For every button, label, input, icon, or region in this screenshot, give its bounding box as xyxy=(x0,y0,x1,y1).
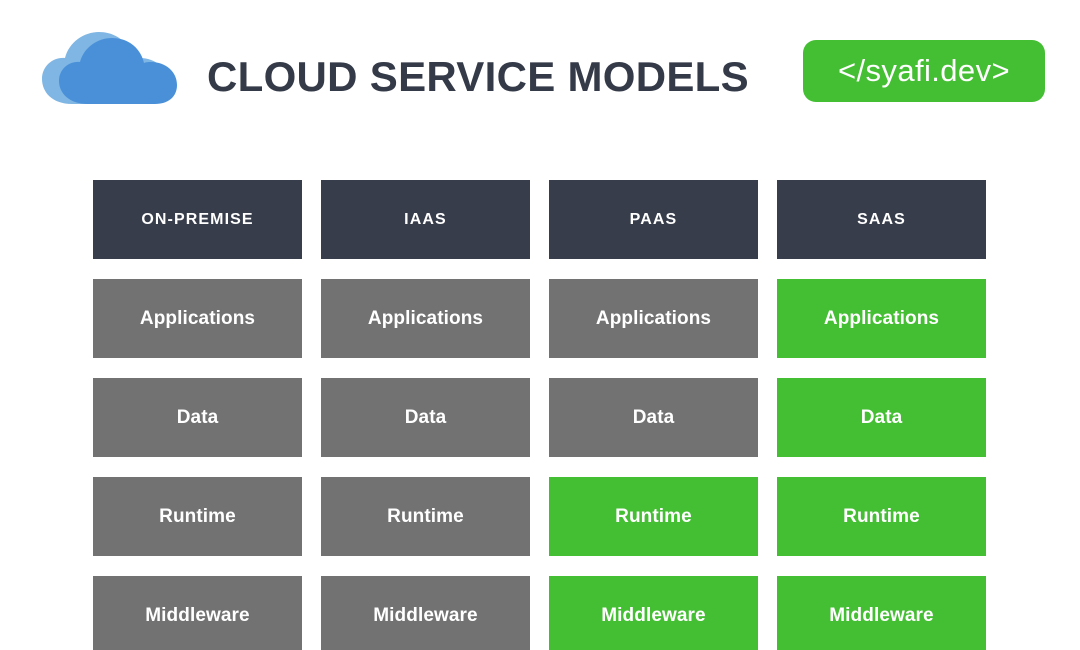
cell-on-premise-middleware[interactable]: Middleware xyxy=(93,576,302,650)
column-header-paas[interactable]: PAAS xyxy=(549,180,758,259)
cell-on-premise-runtime[interactable]: Runtime xyxy=(93,477,302,556)
cell-iaas-runtime[interactable]: Runtime xyxy=(321,477,530,556)
cell-on-premise-applications[interactable]: Applications xyxy=(93,279,302,358)
header: CLOUD SERVICE MODELS </syafi.dev> xyxy=(0,0,1080,150)
cell-paas-data[interactable]: Data xyxy=(549,378,758,457)
cell-paas-middleware[interactable]: Middleware xyxy=(549,576,758,650)
cell-iaas-data[interactable]: Data xyxy=(321,378,530,457)
cell-saas-runtime[interactable]: Runtime xyxy=(777,477,986,556)
cell-saas-applications[interactable]: Applications xyxy=(777,279,986,358)
badge-label: </syafi.dev> xyxy=(838,53,1010,88)
cell-paas-runtime[interactable]: Runtime xyxy=(549,477,758,556)
cell-on-premise-data[interactable]: Data xyxy=(93,378,302,457)
cloud-icon xyxy=(38,28,188,108)
column-header-iaas[interactable]: IAAS xyxy=(321,180,530,259)
column-header-saas[interactable]: SAAS xyxy=(777,180,986,259)
cell-iaas-middleware[interactable]: Middleware xyxy=(321,576,530,650)
cell-paas-applications[interactable]: Applications xyxy=(549,279,758,358)
cell-saas-data[interactable]: Data xyxy=(777,378,986,457)
syafi-dev-badge[interactable]: </syafi.dev> xyxy=(803,40,1045,102)
column-header-on-premise[interactable]: ON-PREMISE xyxy=(93,180,302,259)
page-title: CLOUD SERVICE MODELS xyxy=(207,53,749,100)
cell-saas-middleware[interactable]: Middleware xyxy=(777,576,986,650)
cell-iaas-applications[interactable]: Applications xyxy=(321,279,530,358)
